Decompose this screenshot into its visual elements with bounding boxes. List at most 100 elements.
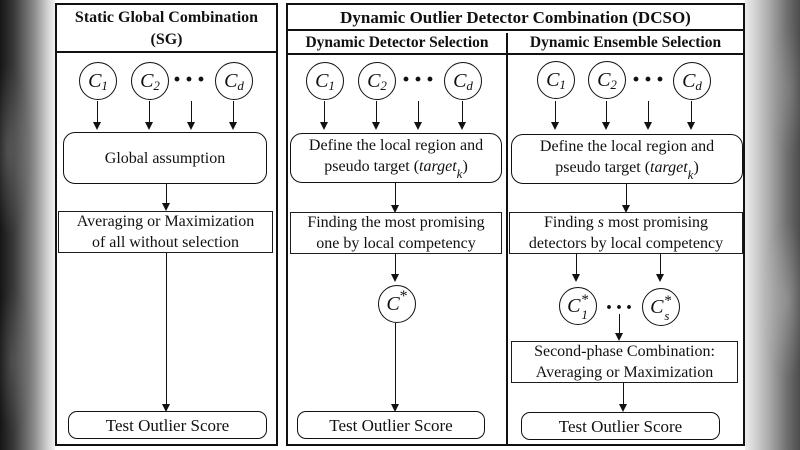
define-line2-pre: pseudo target ( <box>555 158 651 176</box>
second-phase-line1: Second-phase Combination: <box>534 343 715 360</box>
arrow-down-long <box>391 323 400 412</box>
test-outlier-score-label: Test Outlier Score <box>329 415 453 435</box>
test-outlier-score-label: Test Outlier Score <box>558 416 683 436</box>
arrow-down <box>644 101 653 130</box>
sg-panel-title: Static Global Combination (SG) <box>57 5 276 53</box>
detector-subscript: 1 <box>101 78 108 93</box>
arrow-down <box>619 383 628 412</box>
define-line2-target: target <box>650 158 688 176</box>
detector-superscript: * <box>399 288 408 305</box>
arrow-down <box>602 101 611 130</box>
arrow-down <box>372 101 381 130</box>
sg-test-outlier-score-box: Test Outlier Score <box>68 411 267 439</box>
detector-label: C <box>224 70 238 92</box>
detector-subscript: 1 <box>559 77 566 92</box>
detector-label: C <box>650 296 664 318</box>
arrow-down <box>145 101 154 130</box>
dds-header: Dynamic Detector Selection <box>288 33 508 53</box>
dds-test-outlier-score-box: Test Outlier Score <box>297 411 485 439</box>
define-line2-post: ) <box>693 158 699 176</box>
detector-subscript: 1 <box>328 78 335 93</box>
des-define-region-box: Define the local region and pseudo targe… <box>511 134 743 184</box>
finding-line1-post: most promising <box>604 214 709 231</box>
define-line2: pseudo target (targetk) <box>324 156 468 181</box>
detector-subscript: 1 <box>581 306 588 322</box>
ellipsis-dots: ··· <box>171 63 208 96</box>
ellipsis-dots: ··· <box>630 63 667 96</box>
detector-supsub: *1 <box>581 291 589 321</box>
define-line2-pre: pseudo target ( <box>324 157 420 175</box>
detector-label: C <box>546 69 560 91</box>
detector-supsub: *s <box>664 292 672 322</box>
arrow-down <box>656 254 665 282</box>
detector-subscript: 2 <box>153 78 160 93</box>
arrow-down <box>187 101 195 130</box>
dcso-title: Dynamic Outlier Detector Combination (DC… <box>288 5 743 31</box>
arrow-down <box>93 101 102 130</box>
detector-label: C <box>88 70 102 92</box>
detector-label: C <box>367 70 381 92</box>
finding-line1: Finding the most promising <box>307 214 485 231</box>
define-line1: Define the local region and <box>539 137 715 155</box>
averaging-line2: of all without selection <box>91 234 240 251</box>
global-assumption-label: Global assumption <box>104 149 226 167</box>
detector-subscript: 2 <box>610 77 617 92</box>
detector-subscript: s <box>664 307 670 323</box>
finding-line1: Finding s most promising <box>544 212 708 233</box>
detector-subscript: d <box>466 78 473 93</box>
ellipsis-dots: ··· <box>604 295 635 321</box>
define-line2: pseudo target (targetk) <box>555 157 699 182</box>
des-header: Dynamic Ensemble Selection <box>529 34 722 51</box>
define-line2-post: ) <box>462 157 468 175</box>
arrow-down <box>414 101 423 130</box>
arrow-down <box>229 101 238 130</box>
detector-label: C <box>567 295 581 317</box>
arrow-down <box>622 184 631 213</box>
background-vignette-right <box>745 0 800 450</box>
second-phase-line2: Averaging or Maximization <box>535 364 714 381</box>
define-line1: Define the local region and <box>308 136 484 154</box>
arrow-down <box>391 183 400 213</box>
dds-finding-box: Finding the most promising one by local … <box>290 212 502 254</box>
finding-line1-pre: Finding <box>543 214 598 231</box>
background-vignette-left <box>0 0 55 450</box>
define-line2-target: target <box>419 157 457 175</box>
selected-detector-circle-c1star: C*1 <box>559 287 597 325</box>
detector-label: C <box>597 69 611 91</box>
detector-label: C <box>453 70 467 92</box>
selected-detector-circle-csstar: C*s <box>642 288 680 326</box>
arrow-down <box>615 314 624 341</box>
detector-subscript: 2 <box>380 78 387 93</box>
sg-title-line1: Static Global Combination <box>74 9 259 26</box>
arrow-down-long <box>162 253 171 412</box>
detector-superscript: * <box>581 291 589 308</box>
finding-line1-s: s <box>597 214 604 231</box>
detector-subscript: d <box>695 78 702 93</box>
second-phase-combination-box: Second-phase Combination: Averaging or M… <box>511 341 738 383</box>
detector-label: C <box>140 70 154 92</box>
detector-superscript: * <box>664 292 672 309</box>
arrow-down <box>458 101 467 130</box>
des-test-outlier-score-box: Test Outlier Score <box>521 412 720 440</box>
test-outlier-score-label: Test Outlier Score <box>105 415 230 435</box>
arrow-down <box>687 101 696 130</box>
arrow-down <box>551 101 560 130</box>
detector-label: C <box>386 293 400 315</box>
finding-line2: one by local competency <box>316 235 476 252</box>
averaging-box: Averaging or Maximization of all without… <box>58 211 273 253</box>
finding-line2: detectors by local competency <box>528 235 724 252</box>
detector-subscript: d <box>237 78 244 93</box>
detector-label: C <box>682 70 696 92</box>
